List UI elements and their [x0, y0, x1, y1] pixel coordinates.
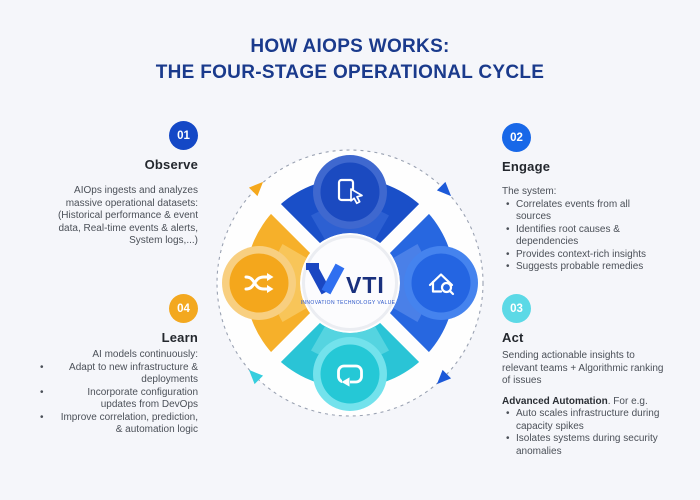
engage-icon-disc: [411, 253, 471, 313]
vti-logo-text: VTI: [346, 272, 385, 298]
stage-engage: 02 Engage The system: Correlates events …: [502, 123, 667, 274]
stage-02-bullet-list: Correlates events from all sourcesIdenti…: [502, 199, 667, 274]
center-circle: [305, 238, 395, 328]
stage-03-bold-lead: Advanced Automation: [502, 395, 608, 407]
observe-icon-disc: [320, 162, 380, 222]
bullet-item: Auto scales infrastructure during capaci…: [502, 408, 667, 433]
bullet-item: Suggests probable remedies: [502, 261, 667, 274]
log-cursor-icon: [337, 178, 363, 205]
stage-04-intro: AI models continuously:: [92, 349, 198, 360]
learn-icon-disc: [229, 253, 289, 313]
home-search-icon: [428, 273, 455, 296]
cycle-arrow-bottom-left: [248, 369, 264, 385]
stage-03-subheading: Advanced Automation. For e.g.: [502, 396, 667, 409]
vti-logo-tagline: INNOVATION TECHNOLOGY VALUE: [301, 300, 396, 306]
stage-04-bullet-list: Adapt to new infrastructure & deployment…: [40, 362, 198, 437]
observe-icon-circle: [313, 155, 387, 229]
bullet-item: Incorporate configuration updates from D…: [40, 387, 198, 412]
bullet-item: Provides context-rich insights: [502, 249, 667, 262]
stage-03-heading: Act: [502, 330, 524, 345]
stage-01-badge: 01: [169, 121, 198, 150]
bullet-item: Correlates events from all sources: [502, 199, 667, 224]
stage-observe: 01 Observe AIOps ingests and analyzes ma…: [40, 121, 198, 248]
stage-learn: 04 Learn AI models continuously: Adapt t…: [40, 294, 198, 437]
stage-03-intro: Sending actionable insights to relevant …: [502, 350, 664, 386]
center-logo-circle: VTI INNOVATION TECHNOLOGY VALUE: [301, 235, 398, 331]
stage-01-heading: Observe: [144, 157, 198, 172]
act-icon-disc: [320, 344, 380, 404]
stage-act: 03 Act Sending actionable insights to re…: [502, 294, 667, 458]
stage-03-bullet-list: Auto scales infrastructure during capaci…: [502, 408, 667, 458]
cycle-diagram: VTI INNOVATION TECHNOLOGY VALUE: [216, 149, 484, 417]
bullet-item: Improve correlation, prediction, & autom…: [40, 412, 198, 437]
bullet-item: Adapt to new infrastructure & deployment…: [40, 362, 198, 387]
stage-03-badge: 03: [502, 294, 531, 323]
cycle-arrow-top-left: [248, 181, 264, 197]
stage-01-body: AIOps ingests and analyzes massive opera…: [57, 185, 198, 246]
learn-icon-circle: [222, 246, 296, 320]
page-title: HOW AIOPS WORKS: THE FOUR-STAGE OPERATIO…: [0, 34, 700, 86]
title-line-2: THE FOUR-STAGE OPERATIONAL CYCLE: [155, 62, 545, 83]
act-icon-circle: [313, 337, 387, 411]
engage-icon-circle: [404, 246, 478, 320]
vti-logo: VTI INNOVATION TECHNOLOGY VALUE: [301, 263, 396, 306]
title-line-1: HOW AIOPS WORKS:: [250, 36, 450, 57]
stage-02-heading: Engage: [502, 159, 551, 174]
cycle-arrow-top-right: [436, 181, 452, 197]
bullet-item: Isolates systems during security anomali…: [502, 433, 667, 458]
stage-04-heading: Learn: [161, 330, 198, 345]
sync-loop-icon: [337, 364, 363, 387]
shuffle-icon: [244, 273, 274, 293]
vti-logo-mark: [321, 263, 345, 295]
stage-02-badge: 02: [502, 123, 531, 152]
stage-04-badge: 04: [169, 294, 198, 323]
cycle-arrows: [248, 181, 452, 385]
stage-03-bold-rest: . For e.g.: [607, 395, 648, 407]
bullet-item: Identifies root causes & dependencies: [502, 224, 667, 249]
cycle-arrow-bottom-right: [436, 369, 452, 385]
stage-02-intro: The system:: [502, 186, 557, 197]
